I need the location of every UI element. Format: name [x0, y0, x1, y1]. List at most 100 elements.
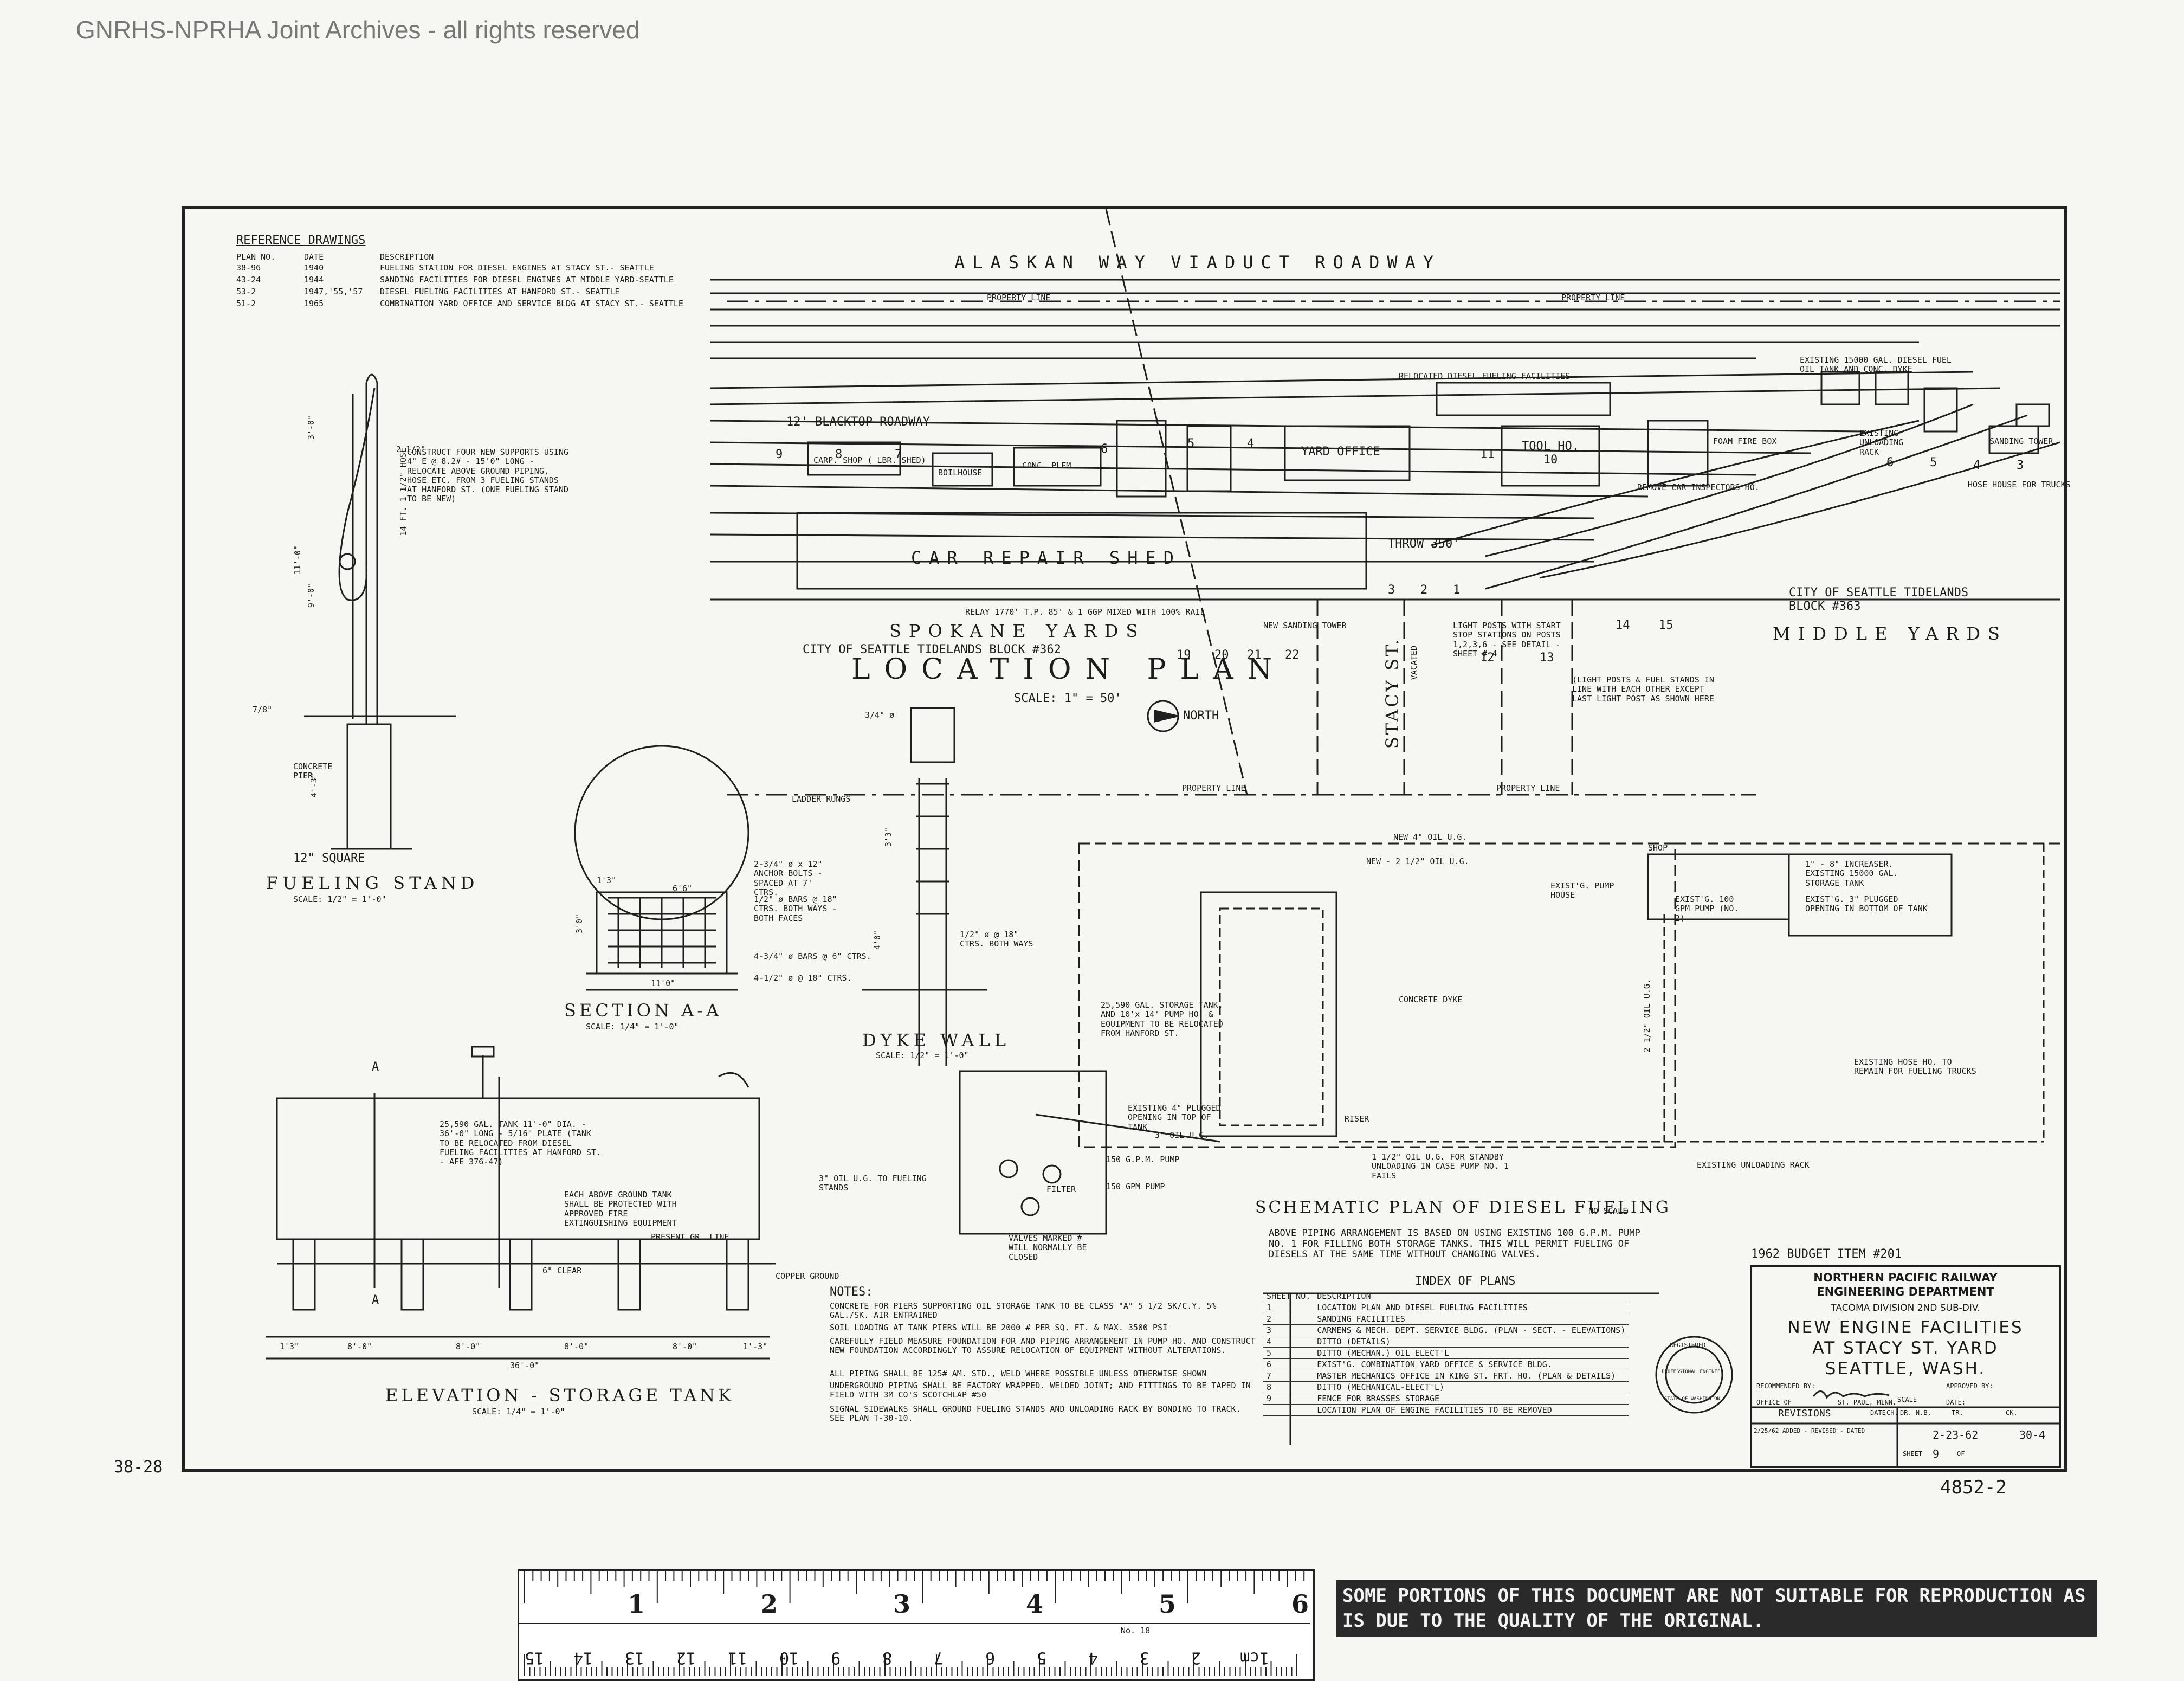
track-number: 6 — [1101, 442, 1108, 456]
concrete-dyke-label: CONCRETE DYKE — [1399, 995, 1463, 1004]
section-mark: A — [372, 1293, 379, 1307]
clear-label: 6" CLEAR — [542, 1266, 582, 1276]
ruler-cm: 12 — [676, 1648, 696, 1667]
date-col: DATE — [1870, 1409, 1886, 1416]
spokane-block-label: CITY OF SEATTLE TIDELANDS BLOCK #362 — [803, 643, 1061, 656]
elevation-dim: 1'-3" — [743, 1342, 768, 1351]
new-2-oil-label: NEW - 2 1/2" OIL U.G. — [1366, 856, 1469, 866]
title-block: NORTHERN PACIFIC RAILWAY ENGINEERING DEP… — [1751, 1269, 2060, 1405]
job-number: 30-4 — [2019, 1428, 2046, 1441]
section-dim: 6'6" — [673, 884, 693, 893]
ruler-number: 6 — [1291, 1589, 1309, 1619]
section-mark: A — [372, 1060, 379, 1074]
ruler-cm: 13 — [625, 1648, 645, 1667]
location-plan-title: LOCATION PLAN — [851, 653, 1287, 686]
track-number: 21 — [1247, 648, 1262, 662]
north-label: NORTH — [1183, 709, 1219, 723]
filter-label: FILTER — [1046, 1184, 1076, 1194]
company-name: NORTHERN PACIFIC RAILWAY — [1813, 1271, 1998, 1284]
spokane-yards-label: SPOKANE YARDS — [889, 621, 1146, 641]
track-number: 14 — [1616, 619, 1630, 632]
section-dim: 1'3" — [597, 875, 617, 885]
tr-col: TR. — [1952, 1409, 1963, 1416]
stacy-street-label: STACY ST. — [1382, 637, 1403, 749]
existing-unloading-rack-label: EXISTING UNLOADING RACK — [1697, 1160, 1810, 1170]
boilhouse-label: BOILHOUSE — [938, 468, 983, 478]
middle-track-number: 4 — [1973, 459, 1981, 472]
ruler-cm: 2 — [1191, 1648, 1201, 1667]
engineer-signature — [1811, 1386, 1892, 1402]
ruler-number: 1 — [628, 1589, 645, 1619]
hose-house-label: HOSE HOUSE FOR TRUCKS — [1968, 480, 2071, 490]
notes-title: NOTES: — [830, 1285, 873, 1299]
ruler-number: 3 — [893, 1589, 911, 1619]
property-line-label: PROPERTY LINE — [987, 293, 1051, 302]
gpm-150-label: 150 G.P.M. PUMP — [1106, 1155, 1180, 1164]
dr-col: DR. N.B. — [1900, 1409, 1931, 1416]
existing-pump-house-label: EXIST'G. PUMP HOUSE — [1550, 881, 1614, 900]
middle-track-number: 5 — [1930, 456, 1937, 469]
section-aa-title: SECTION A-A — [564, 1000, 722, 1021]
ruler-cm: 5 — [1037, 1648, 1047, 1667]
ruler-cm: 15 — [525, 1648, 545, 1667]
property-line-label: PROPERTY LINE — [1182, 783, 1246, 793]
elevation-dim: 8'-0" — [673, 1342, 697, 1351]
ruler-cm: 6 — [985, 1648, 996, 1667]
track-number: 7 — [895, 448, 902, 461]
existing-4-plugged-label: EXISTING 4" PLUGGED OPENING IN TOP OF TA… — [1128, 1103, 1221, 1132]
tool-house-label: TOOL HO. 10 — [1522, 440, 1579, 467]
gpm-150-label: 150 GPM PUMP — [1106, 1182, 1165, 1191]
st-paul-label: ST. PAUL, MINN. — [1838, 1399, 1897, 1406]
standby-unloading-label: 1 1/2" OIL U.G. FOR STANDBY UNLOADING IN… — [1372, 1152, 1509, 1181]
note-line: SIGNAL SIDEWALKS SHALL GROUND FUELING ST… — [830, 1404, 1241, 1424]
index-of-plans-title: INDEX OF PLANS — [1415, 1274, 1516, 1288]
roadway-label: ALASKAN WAY VIADUCT ROADWAY — [954, 252, 1442, 273]
existing-unloading-rack-label: EXISTING UNLOADING RACK — [1859, 428, 1904, 457]
elevation-dim: 8'-0" — [347, 1342, 372, 1351]
office-of-label: OFFICE OF — [1756, 1399, 1792, 1406]
budget-item: 1962 BUDGET ITEM #201 — [1751, 1247, 1902, 1261]
storage-tank-note: 25,590 GAL. STORAGE TANK, AND 10'x 14' P… — [1101, 1000, 1223, 1038]
elevation-title: ELEVATION - STORAGE TANK — [385, 1385, 735, 1406]
fueling-stand-dim: 2 1/2" — [396, 445, 426, 454]
above-piping-note: ABOVE PIPING ARRANGEMENT IS BASED ON USI… — [1269, 1228, 1640, 1260]
ruler-cm: 9 — [831, 1648, 841, 1667]
ch-col: CH. — [1886, 1409, 1898, 1416]
ruler-model: No. 18 — [1121, 1626, 1151, 1635]
scale-label: SCALE — [1897, 1396, 1917, 1403]
section-note: 4-3/4" ø BARS @ 6" CTRS. — [754, 951, 871, 961]
oil-ug-fueling-label: 3" OIL U.G. TO FUELING STANDS — [819, 1174, 927, 1193]
schematic-title: SCHEMATIC PLAN OF DIESEL FUELING — [1255, 1198, 1671, 1217]
elevation-dim: 8'-0" — [456, 1342, 481, 1351]
present-grade-line: PRESENT GR. LINE — [651, 1232, 729, 1242]
dyke-wall-scale: SCALE: 1/2" = 1'-0" — [876, 1051, 969, 1060]
sheet-label: SHEET — [1903, 1450, 1923, 1458]
track-number: 15 — [1659, 619, 1673, 632]
concrete-pier-label: CONCRETE PIER — [293, 762, 333, 781]
left-marker: 38-28 — [114, 1458, 163, 1477]
ruler-ticks — [519, 1571, 1310, 1676]
fueling-stand-note: CONSTRUCT FOUR NEW SUPPORTS USING 4" E @… — [407, 447, 569, 504]
title-line-1: NEW ENGINE FACILITIES — [1787, 1318, 2024, 1337]
measuring-ruler: 1 2 3 4 5 6 No. 18 1cm 2 3 4 5 6 7 8 9 1… — [518, 1569, 1315, 1681]
middle-track-number: 6 — [1886, 456, 1894, 469]
new-sanding-tower-label: NEW SANDING TOWER — [1263, 621, 1347, 630]
section-note: 1/2" ø BARS @ 18" CTRS. BOTH WAYS - BOTH… — [754, 894, 837, 923]
elevation-scale: SCALE: 1/4" = 1'-0" — [472, 1407, 565, 1416]
dyke-dim: 3/4" ø — [865, 710, 895, 720]
ruler-number: 5 — [1159, 1589, 1177, 1619]
table-row: LOCATION PLAN OF ENGINE FACILITIES TO BE… — [1263, 1404, 1629, 1416]
date-label: DATE: — [1946, 1399, 1966, 1406]
blacktop-roadway-label: 12' BLACKTOP ROADWAY — [786, 415, 930, 429]
protect-note: EACH ABOVE GROUND TANK SHALL BE PROTECTE… — [564, 1190, 677, 1228]
property-line-label: PROPERTY LINE — [1561, 293, 1625, 302]
sanding-tower-label: SANDING TOWER — [1989, 436, 2053, 446]
dyke-dim: 3'3" — [883, 827, 893, 847]
copper-ground-label: COPPER GROUND — [776, 1271, 839, 1281]
fueling-stand-title: FUELING STAND — [266, 873, 479, 893]
existing-15000-label: EXISTING 15000 GAL. DIESEL FUEL OIL TANK… — [1800, 355, 1952, 375]
reference-col-date: DATE — [304, 252, 324, 262]
